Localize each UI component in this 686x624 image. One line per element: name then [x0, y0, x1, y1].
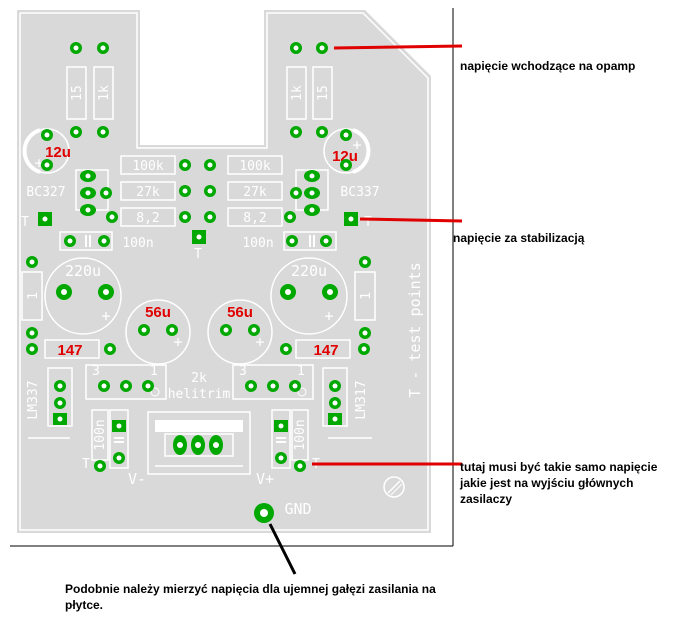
cap-220u-right-outline — [270, 257, 348, 335]
cap-12u-left-band — [22, 128, 41, 174]
arrow-stabilization — [359, 217, 463, 223]
label-27k-left: 27k — [136, 185, 160, 200]
label-bc327: BC327 — [26, 185, 65, 200]
resistor-box-100k-right — [227, 155, 283, 175]
board-outline — [19, 12, 429, 531]
cap-12u-right-band — [352, 128, 371, 174]
resistor-box-82-right — [227, 207, 283, 227]
arrow-opamp — [333, 44, 463, 50]
label-t-bot-left: T — [82, 457, 90, 472]
label-test-points: T - test points — [406, 262, 424, 397]
resistor-box-27k-left — [120, 181, 176, 201]
label-220u-left: 220u — [65, 262, 101, 280]
label-bc337: BC337 — [340, 185, 379, 200]
trimmer-left-outline — [85, 364, 167, 400]
power-connector — [147, 411, 251, 475]
pad-holes — [29, 45, 368, 517]
label-15-left: 15 — [70, 85, 85, 101]
plus-56u-left: + — [173, 333, 182, 351]
resistor-box-27k-right — [227, 181, 283, 201]
plus-12u-left: + — [34, 154, 43, 172]
label-1k-left: 1k — [97, 85, 112, 101]
label-147-left: 147 — [57, 342, 82, 359]
label-1-right: 1 — [359, 292, 374, 300]
mounting-hole — [383, 476, 405, 498]
regulator-lm317-outline — [322, 367, 348, 427]
label-t-right: T — [364, 215, 372, 230]
label-100n-bot-right: 100n — [293, 419, 308, 450]
trimmer-right-outline — [232, 364, 314, 400]
label-100n-right: 100n — [242, 236, 273, 251]
resistor-box-15-right — [312, 66, 333, 120]
label-12u-left: 12u — [45, 144, 71, 161]
label-1-left: 1 — [26, 292, 41, 300]
label-12u-right: 12u — [332, 148, 358, 165]
label-t-left: T — [21, 215, 29, 230]
note-must-equal-2: jakie jest na wyjściu głównych — [460, 476, 634, 490]
cap-56u-right-outline — [207, 299, 273, 365]
arrow-negative-branch — [268, 523, 297, 575]
note-negative-1: Podobnie należy mierzyć napięcia dla uje… — [65, 582, 436, 596]
label-gnd: GND — [284, 500, 311, 518]
label-56u-right: 56u — [227, 304, 253, 321]
resistor-box-1k-left — [93, 66, 114, 120]
resistor-box-100k-left — [120, 155, 176, 175]
regulator-lm337-outline — [47, 367, 73, 427]
label-220u-right: 220u — [291, 262, 327, 280]
plus-12u-right: + — [352, 136, 361, 154]
label-trim-value: 2k — [191, 371, 207, 386]
label-82-right: 8,2 — [243, 211, 266, 226]
note-negative-2: płytce. — [65, 598, 104, 612]
label-1k-right: 1k — [290, 85, 305, 101]
plus-220u-right: + — [324, 307, 333, 325]
label-lm317: LM317 — [354, 380, 369, 419]
resistor-box-15-left — [66, 66, 87, 120]
resistor-box-1k-right — [286, 66, 307, 120]
label-vplus: V+ — [256, 470, 274, 488]
label-100k-left: 100k — [132, 159, 163, 174]
label-t-center: T — [194, 247, 202, 262]
note-must-equal-1: tutaj musi być takie samo napięcie — [460, 460, 658, 474]
trim-right-pin3: 3 — [239, 364, 247, 379]
label-27k-right: 27k — [243, 185, 267, 200]
trim-left-pin1: 1 — [150, 364, 158, 379]
label-56u-left: 56u — [145, 304, 171, 321]
resistor-box-82-left — [120, 207, 176, 227]
note-opamp: napięcie wchodzące na opamp — [460, 59, 636, 73]
label-147-right: 147 — [313, 342, 338, 359]
resistor-box-1-left — [21, 271, 43, 321]
label-lm337: LM337 — [26, 380, 41, 419]
label-100n-bot-left: 100n — [93, 419, 108, 450]
transistor-bc327-outline — [75, 169, 109, 211]
label-82-left: 8,2 — [136, 211, 159, 226]
label-15-right: 15 — [316, 85, 331, 101]
label-helitrim: helitrim — [168, 387, 231, 402]
resistor-box-147-right — [295, 339, 351, 359]
plus-220u-left: + — [101, 307, 110, 325]
pcb-board — [17, 10, 431, 533]
plus-56u-right: + — [255, 333, 264, 351]
cap-100n-right-outline — [283, 231, 337, 251]
label-100k-right: 100k — [239, 159, 270, 174]
cap-220u-left-outline — [44, 257, 122, 335]
note-stabilization: napięcie za stabilizacją — [453, 231, 585, 245]
resistor-box-147-left — [44, 339, 100, 359]
trim-left-pin3: 3 — [92, 364, 100, 379]
label-vminus: V- — [128, 470, 146, 488]
cap-100n-left-outline — [59, 231, 113, 251]
resistor-box-1-right — [354, 271, 376, 321]
trim-right-pin1: 1 — [297, 364, 305, 379]
note-must-equal-3: zasilaczy — [460, 492, 513, 506]
cap-56u-left-outline — [125, 299, 191, 365]
label-100n-left: 100n — [122, 236, 153, 251]
